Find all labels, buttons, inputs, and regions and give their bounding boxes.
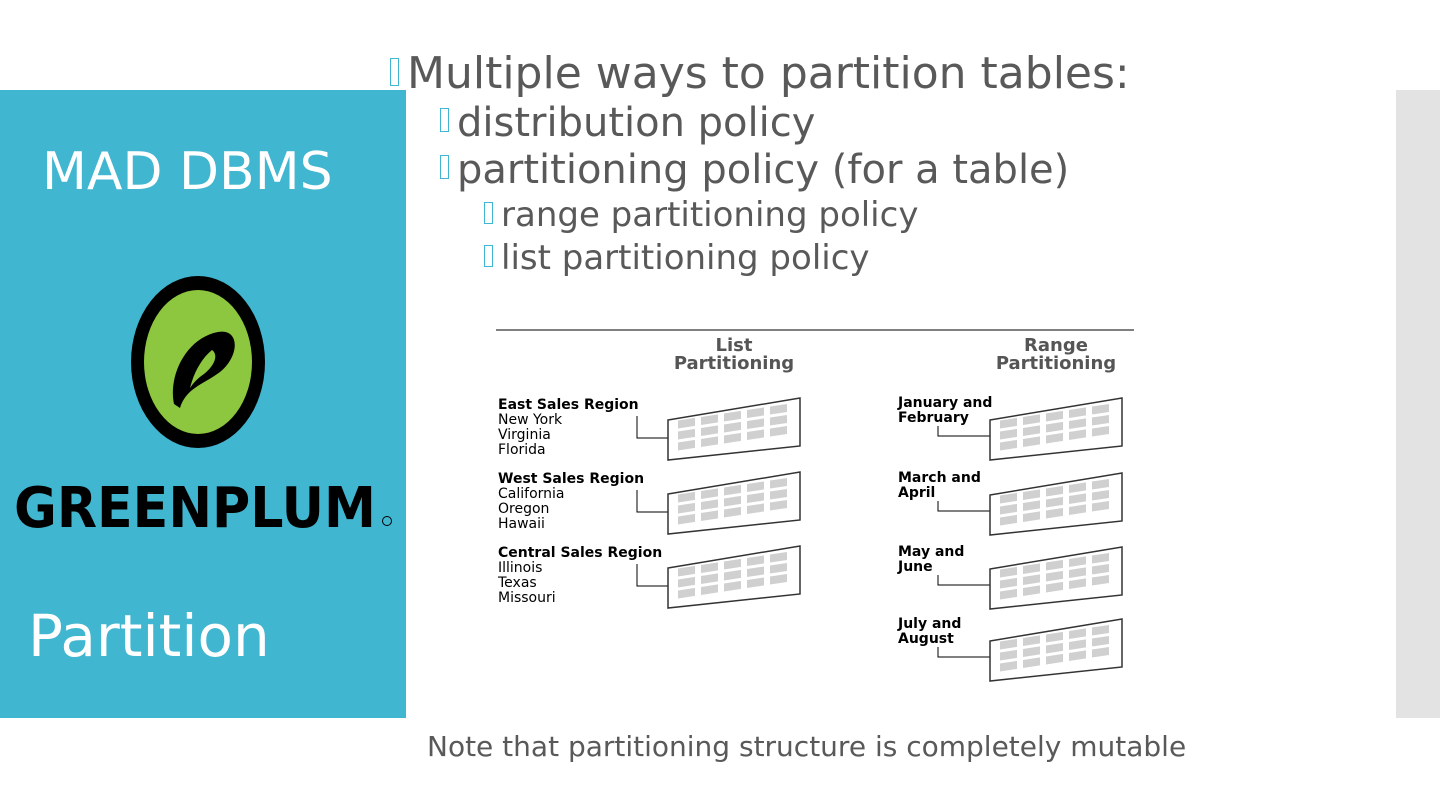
bullet-marker-icon	[484, 202, 493, 224]
range-label-line1: January and	[897, 395, 992, 411]
list-region-label: Central Sales Region	[498, 545, 662, 561]
list-heading-line1: List	[716, 335, 753, 356]
list-item-label: Illinois	[498, 560, 542, 576]
list-region-label: West Sales Region	[498, 471, 644, 487]
range-group: March and April	[898, 470, 1123, 536]
bullet-marker-icon	[440, 108, 449, 132]
sidebar-title: MAD DBMS	[42, 142, 333, 202]
range-label-line2: August	[898, 631, 954, 647]
bullet-level2: partitioning policy (for a table)	[438, 150, 1069, 190]
list-group: Central Sales Region Illinois Texas Miss…	[497, 545, 801, 609]
bullet-text: list partitioning policy	[501, 238, 870, 278]
range-label-line2: February	[898, 410, 969, 426]
connector-line	[636, 490, 668, 513]
logo-wordmark-text: GREENPLUM	[14, 476, 376, 532]
greenplum-logo-icon	[131, 276, 265, 448]
partition-table-icon	[667, 545, 801, 609]
partitioning-diagram: List Partitioning Range Partitioning Eas…	[496, 329, 1134, 682]
range-label-line2: April	[898, 485, 935, 501]
bullet-level3: range partitioning policy	[482, 198, 918, 232]
partition-table-icon	[667, 397, 801, 461]
connector-line	[937, 647, 990, 658]
connector-line	[636, 416, 668, 439]
right-decor-strip	[1396, 90, 1440, 718]
range-group: July and August	[897, 616, 1123, 682]
list-group: East Sales Region New York Virginia Flor…	[498, 397, 801, 461]
connector-line	[636, 564, 668, 587]
range-label-line1: May and	[898, 544, 964, 560]
range-group: May and June	[897, 544, 1123, 610]
footer-note: Note that partitioning structure is comp…	[427, 730, 1187, 763]
greenplum-wordmark: GREENPLUM	[14, 476, 392, 532]
list-item-label: Florida	[498, 442, 546, 458]
bullet-level1: Multiple ways to partition tables:	[388, 52, 1130, 96]
connector-line	[937, 426, 990, 437]
bullet-text: range partitioning policy	[501, 195, 919, 235]
partition-table-icon	[989, 546, 1123, 610]
range-heading-line2: Partitioning	[996, 353, 1116, 374]
partition-table-icon	[989, 618, 1123, 682]
bullet-marker-icon	[484, 245, 493, 267]
list-item-label: Hawaii	[498, 516, 545, 532]
partition-table-icon	[667, 471, 801, 535]
range-label-line1: March and	[898, 470, 981, 486]
list-item-label: Virginia	[498, 427, 551, 443]
list-group: West Sales Region California Oregon Hawa…	[498, 471, 801, 535]
connector-line	[937, 575, 990, 586]
range-label-line2: June	[897, 559, 933, 575]
list-item-label: New York	[498, 412, 563, 428]
bullet-text: partitioning policy (for a table)	[457, 147, 1070, 193]
bullet-level2: distribution policy	[438, 103, 815, 143]
list-heading-line2: Partitioning	[674, 353, 794, 374]
range-label-line1: July and	[897, 616, 961, 632]
connector-line	[937, 501, 990, 512]
range-group: January and February	[897, 395, 1123, 461]
partition-table-icon	[989, 472, 1123, 536]
partition-table-icon	[989, 397, 1123, 461]
list-item-label: California	[498, 486, 564, 502]
registered-icon	[382, 516, 392, 526]
list-item-label: Texas	[497, 575, 537, 591]
bullet-text: Multiple ways to partition tables:	[407, 48, 1130, 99]
list-item-label: Missouri	[498, 590, 556, 606]
bullet-text: distribution policy	[457, 100, 816, 146]
bullet-level3: list partitioning policy	[482, 241, 870, 275]
list-item-label: Oregon	[498, 501, 549, 517]
list-region-label: East Sales Region	[498, 397, 639, 413]
sidebar-subtitle: Partition	[28, 602, 270, 670]
bullet-marker-icon	[390, 58, 399, 86]
range-heading-line1: Range	[1024, 335, 1088, 356]
bullet-marker-icon	[440, 155, 449, 179]
